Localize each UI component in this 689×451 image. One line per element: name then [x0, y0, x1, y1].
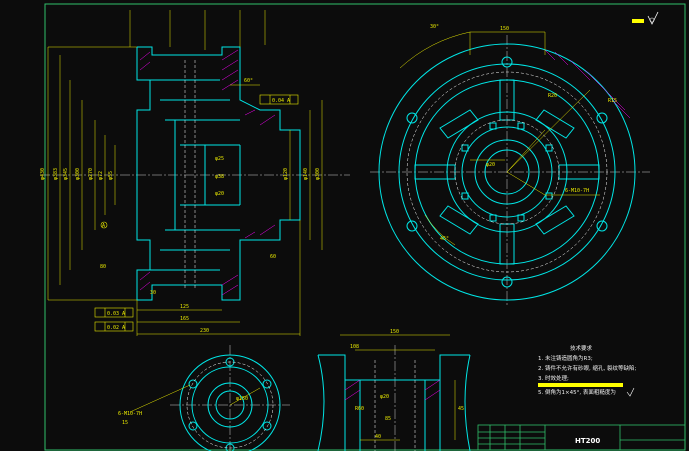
dim-flange-pcd: φ150	[236, 396, 248, 402]
dim-d-j: φ140	[303, 168, 309, 180]
drawing-frame	[44, 3, 686, 451]
dim-side-w150: 150	[390, 329, 399, 335]
dim-d-f: φ55	[108, 171, 114, 180]
section-view: φ430 φ383 φ345 φ300 φ270 φ72 φ55 φ140 φ3…	[40, 10, 350, 336]
dim-ang-60: 60°	[244, 78, 253, 84]
dim-top-ang30: 30°	[430, 24, 439, 30]
notes-heading: 技术要求	[570, 344, 593, 352]
dim-side-w108: 108	[350, 344, 359, 350]
dim-d-h: φ25	[215, 156, 224, 162]
notes-line-1: 1. 未注铸造圆角为R3;	[538, 354, 593, 362]
dim-side-w40: 40	[375, 434, 381, 440]
dim-side-h45: 45	[458, 406, 464, 412]
dim-len-165: 165	[180, 316, 189, 322]
dim-side-r60: R60	[355, 406, 364, 412]
dim-len-230: 230	[200, 328, 209, 334]
datum-a: A	[102, 223, 105, 229]
dim-top-d20: φ20	[486, 162, 495, 168]
dim-len-125: 125	[180, 304, 189, 310]
dim-flange-depth: 15	[122, 420, 128, 426]
dim-len-80: 80	[100, 264, 106, 270]
notes-line-3: 3. 时效处理;	[538, 374, 569, 382]
notes-line-2: 2. 铸件不允许有砂眼, 缩孔, 裂纹等缺陷;	[538, 364, 636, 372]
technical-notes: 技术要求 1. 未注铸造圆角为R3; 2. 铸件不允许有砂眼, 缩孔, 裂纹等缺…	[538, 344, 636, 397]
flange-view: 6-M10-7H φ150 15	[118, 345, 290, 451]
title-material: HT200	[575, 437, 600, 445]
dim-d-i: φ20	[215, 191, 224, 197]
dim-side-d20: φ20	[380, 394, 389, 400]
dim-len-60: 60	[270, 254, 276, 260]
dim-top-holes: 6-M10-7H	[565, 188, 589, 194]
title-block: HT200	[477, 424, 686, 451]
dim-top-ang45: 45°	[440, 236, 449, 242]
dim-top-r20: R20	[548, 93, 557, 99]
dim-top-w150: 150	[500, 26, 509, 32]
dim-d-l: φ300	[315, 168, 321, 180]
dim-d-k: φ120	[283, 168, 289, 180]
dim-d-outer: φ430	[40, 168, 46, 180]
dim-d-a: φ383	[53, 168, 59, 180]
dim-d-c: φ300	[75, 168, 81, 180]
tol-frame-1: 0.04 A	[272, 98, 290, 104]
dim-d-d: φ270	[88, 168, 94, 180]
dim-d-g: φ38	[215, 174, 224, 180]
dim-d-e: φ72	[98, 171, 104, 180]
side-view: 150 108 φ20 45 R60 85 40	[317, 329, 471, 451]
tol-frame-2: 0.03 A	[107, 311, 125, 317]
tol-frame-3: 0.02 A	[107, 325, 125, 331]
top-view: 150 R20 R15 φ20 6-M10-7H 45° 30°	[370, 11, 659, 305]
dim-top-r15: R15	[608, 98, 617, 104]
dim-side-w85: 85	[385, 416, 391, 422]
notes-line-5: 5. 倒角为1×45°, 表面粗糙度为	[538, 388, 616, 396]
dim-flange-holes: 6-M10-7H	[118, 411, 142, 417]
dim-d-b: φ345	[63, 168, 69, 180]
dim-len-30: 30	[150, 290, 156, 296]
